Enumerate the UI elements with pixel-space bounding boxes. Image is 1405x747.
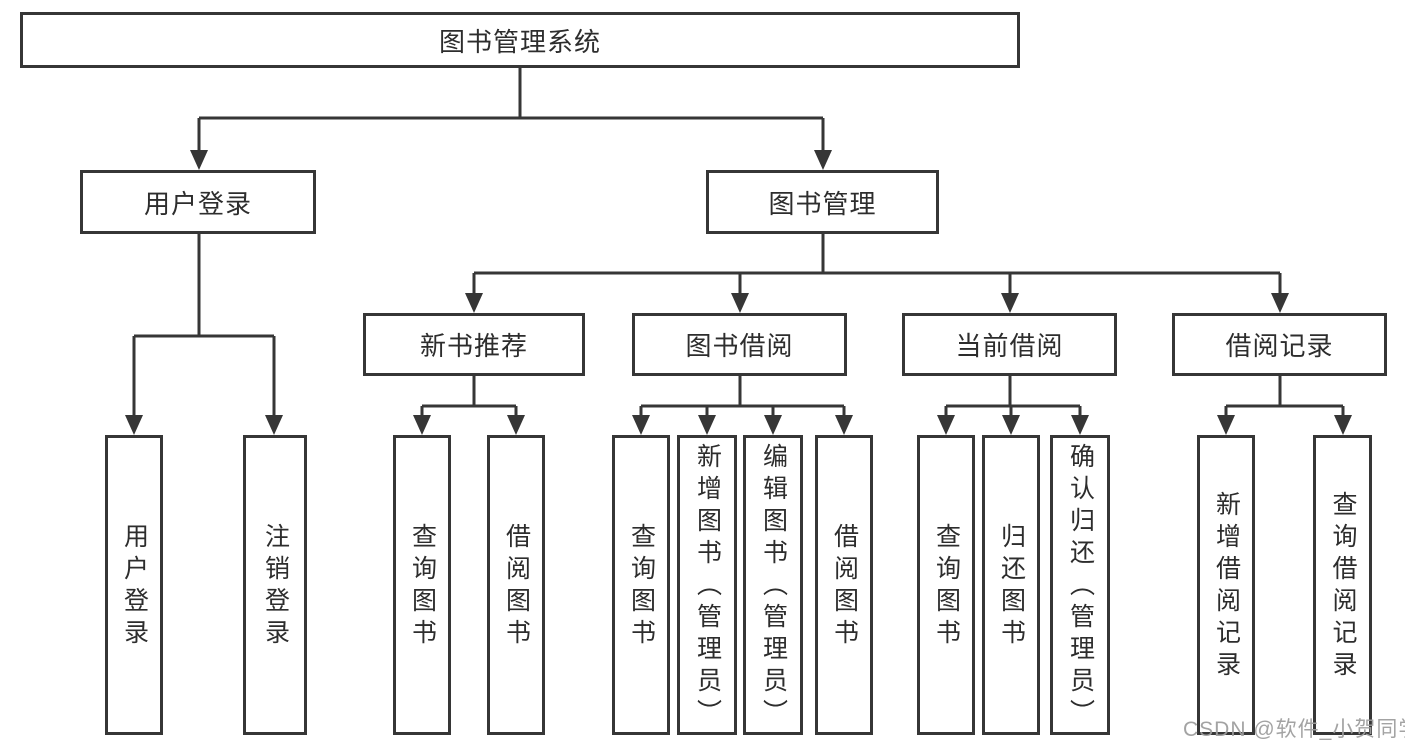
node-user-login: 用户登录: [80, 170, 316, 234]
node-new-book-recommend: 新书推荐: [363, 313, 585, 376]
leaf-cb-query-books: 查询图书: [917, 435, 975, 735]
leaf-bb-borrow-books: 借阅图书: [815, 435, 873, 735]
node-book-borrowing: 图书借阅: [632, 313, 847, 376]
watermark: CSDN @软件_小贺同学: [1183, 718, 1405, 741]
leaf-br-query-record: 查询借阅记录: [1313, 435, 1372, 735]
leaf-logout-login: 注销登录: [243, 435, 307, 735]
node-borrowing-records: 借阅记录: [1172, 313, 1387, 376]
leaf-br-add-record: 新增借阅记录: [1197, 435, 1255, 735]
leaf-user-login: 用户登录: [105, 435, 163, 735]
leaf-nb-borrow-books: 借阅图书: [487, 435, 545, 735]
leaf-bb-add-books-admin: 新增图书（管理员）: [677, 435, 737, 735]
leaf-nb-query-books: 查询图书: [393, 435, 451, 735]
leaf-cb-confirm-return-admin: 确认归还（管理员）: [1050, 435, 1110, 735]
node-current-borrowing: 当前借阅: [902, 313, 1117, 376]
leaf-bb-edit-books-admin: 编辑图书（管理员）: [743, 435, 803, 735]
leaf-cb-return-books: 归还图书: [982, 435, 1040, 735]
node-root: 图书管理系统: [20, 12, 1020, 68]
leaf-bb-query-books: 查询图书: [612, 435, 670, 735]
node-book-management: 图书管理: [706, 170, 939, 234]
